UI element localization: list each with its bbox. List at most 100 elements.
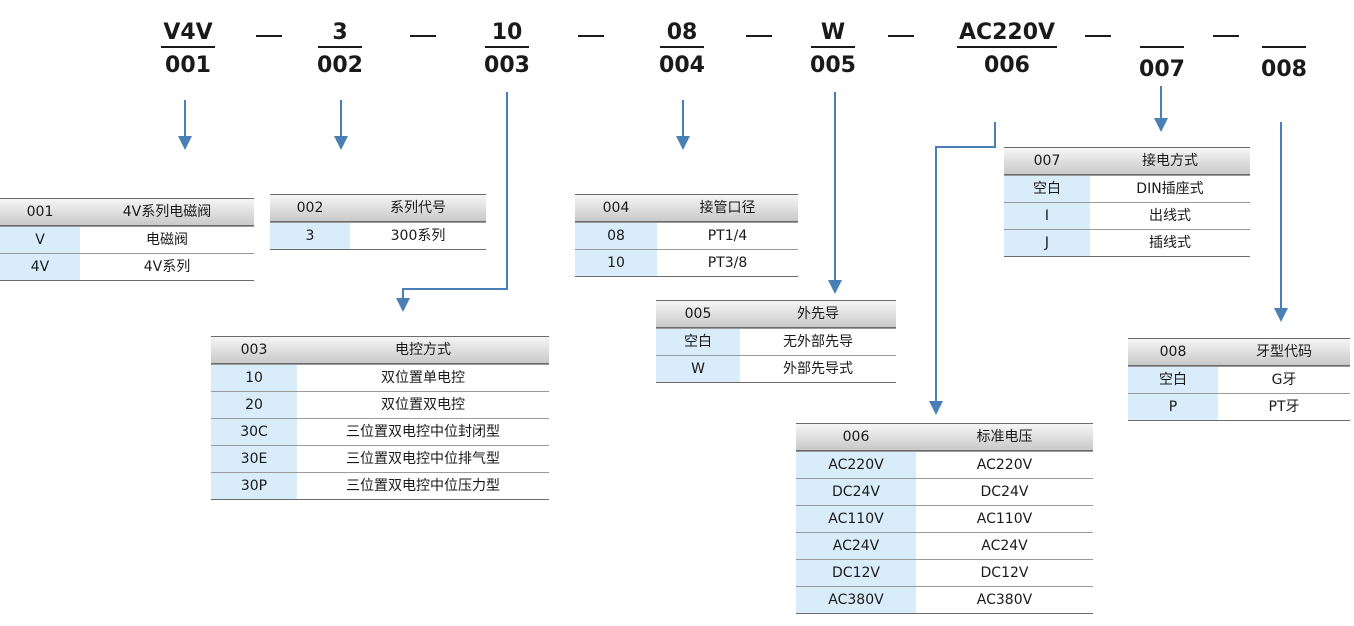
table-header: 002 系列代号 [270,194,486,222]
code-segment-007: 007 [1102,20,1222,84]
code-separator [578,35,604,37]
option-code: J [1004,230,1090,256]
option-desc: 三位置双电控中位封闭型 [297,419,549,445]
code-value: 3 [318,20,362,48]
option-code: 30E [211,446,297,472]
header-title: 电控方式 [395,342,451,358]
option-desc: 三位置双电控中位排气型 [297,446,549,472]
option-code: 30C [211,419,297,445]
code-value: V4V [161,20,215,48]
option-desc: 4V系列 [80,254,254,280]
code-value [1140,20,1184,48]
option-desc: 双位置单电控 [297,365,549,391]
table-header: 008 牙型代码 [1128,338,1350,366]
code-separator [410,35,436,37]
connector-007 [1154,86,1168,132]
option-desc: 无外部先导 [740,329,896,355]
header-code: 007 [1033,153,1061,169]
table-row: 30E 三位置双电控中位排气型 [211,445,549,472]
option-code: 08 [575,223,657,249]
option-desc: AC220V [916,452,1093,478]
header-title: 牙型代码 [1256,344,1312,360]
code-separator [888,35,914,37]
option-desc: PT3/8 [657,250,798,276]
table-005: 005 外先导 空白 无外部先导 W 外部先导式 [656,300,896,383]
header-title: 接管口径 [699,200,756,216]
code-separator [746,35,772,37]
option-desc: 外部先导式 [740,356,896,382]
table-row: I 出线式 [1004,202,1250,229]
code-index: 006 [984,53,1030,78]
table-row: 30P 三位置双电控中位压力型 [211,472,549,499]
table-row: 10 双位置单电控 [211,364,549,391]
table-row: 空白 无外部先导 [656,328,896,355]
code-segment-003: 10 003 [447,20,567,80]
code-index: 005 [810,53,856,78]
option-desc: 三位置双电控中位压力型 [297,473,549,499]
option-desc: 300系列 [350,223,486,249]
option-desc: DC24V [916,479,1093,505]
table-row: P PT牙 [1128,393,1350,420]
option-code: AC380V [796,587,916,613]
table-header: 005 外先导 [656,300,896,328]
code-index: 007 [1139,57,1185,82]
table-row: 10 PT3/8 [575,249,798,276]
code-index: 004 [659,53,705,78]
option-code: V [0,227,80,253]
code-value: W [811,20,855,48]
option-code: DC12V [796,560,916,586]
option-code: 30P [211,473,297,499]
code-segment-005: W 005 [773,20,893,80]
header-code: 004 [602,200,630,216]
option-code: AC220V [796,452,916,478]
option-code: I [1004,203,1090,229]
option-desc: PT牙 [1218,394,1350,420]
table-007: 007 接电方式 空白 DIN插座式 I 出线式 J 插线式 [1004,147,1250,257]
header-title: 标准电压 [976,429,1033,445]
option-code: 20 [211,392,297,418]
option-desc: 插线式 [1090,230,1250,256]
option-desc: PT1/4 [657,223,798,249]
header-code: 005 [684,306,712,322]
code-index: 002 [317,53,363,78]
option-desc: AC24V [916,533,1093,559]
code-segment-001: V4V 001 [128,20,248,80]
code-value [1262,20,1306,48]
table-header: 003 电控方式 [211,336,549,364]
table-row: 3 300系列 [270,222,486,249]
table-008: 008 牙型代码 空白 G牙 P PT牙 [1128,338,1350,421]
code-index: 001 [165,53,211,78]
option-code: 10 [211,365,297,391]
option-code: 空白 [656,329,740,355]
option-desc: DC12V [916,560,1093,586]
option-desc: AC110V [916,506,1093,532]
header-code: 006 [842,429,870,445]
option-code: 10 [575,250,657,276]
header-title: 4V系列电磁阀 [122,204,212,220]
header-code: 002 [296,200,324,216]
connector-008 [1274,122,1288,322]
option-code: 4V [0,254,80,280]
header-code: 001 [26,204,54,220]
code-index: 008 [1261,57,1307,82]
header-code: 003 [240,342,268,358]
table-006: 006 标准电压 AC220V AC220V DC24V DC24V AC110… [796,423,1093,614]
connector-003 [396,92,508,312]
code-value: 10 [485,20,529,48]
table-header: 001 4V系列电磁阀 [0,198,254,226]
table-header: 007 接电方式 [1004,147,1250,175]
table-row: J 插线式 [1004,229,1250,256]
table-row: DC12V DC12V [796,559,1093,586]
table-row: AC220V AC220V [796,451,1093,478]
code-separator [1213,35,1239,37]
table-row: W 外部先导式 [656,355,896,382]
table-row: AC380V AC380V [796,586,1093,613]
option-desc: 电磁阀 [80,227,254,253]
option-desc: 出线式 [1090,203,1250,229]
connector-004 [676,100,690,150]
table-row: 30C 三位置双电控中位封闭型 [211,418,549,445]
option-desc: G牙 [1218,367,1350,393]
option-code: W [656,356,740,382]
